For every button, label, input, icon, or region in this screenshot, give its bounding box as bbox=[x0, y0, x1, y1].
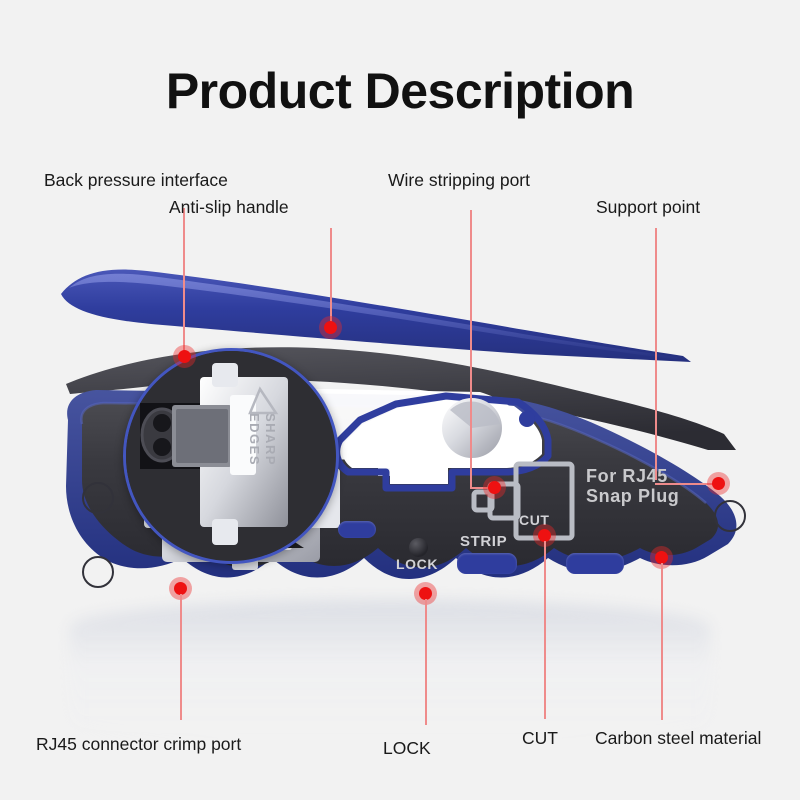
leader-carbon-steel-material bbox=[661, 563, 663, 720]
leader-rj45-connector-crimp-port bbox=[180, 594, 182, 720]
callout-label-back-pressure-interface: Back pressure interface bbox=[44, 170, 228, 190]
leader-anti-slip-handle bbox=[330, 228, 332, 328]
strip-pill bbox=[457, 553, 517, 574]
leader-cut bbox=[544, 541, 546, 719]
body-circle-mark-3 bbox=[714, 500, 746, 532]
callout-label-anti-slip-handle: Anti-slip handle bbox=[169, 197, 289, 217]
leader-wire-stripping-port-horizontal bbox=[470, 487, 498, 489]
marking-for-rj45-line1: For RJ45 bbox=[586, 466, 668, 486]
svg-text:SHARP: SHARP bbox=[263, 413, 278, 466]
leader-wire-stripping-port-vertical bbox=[470, 210, 472, 488]
marking-strip: STRIP bbox=[460, 533, 508, 550]
anti-slip-handle-graphic bbox=[55, 258, 695, 366]
marking-for-rj45: For RJ45 Snap Plug bbox=[586, 466, 679, 506]
secondary-pill bbox=[566, 553, 624, 574]
leader-support-point-vertical bbox=[655, 228, 657, 480]
marking-cut: CUT bbox=[519, 512, 550, 528]
marker-anti-slip-handle[interactable] bbox=[324, 321, 337, 334]
marker-carbon-steel-material[interactable] bbox=[655, 551, 668, 564]
magnifier-inset-back-pressure: SHARP EDGES bbox=[123, 348, 339, 564]
callout-label-support-point: Support point bbox=[596, 197, 701, 217]
callout-label-carbon-steel-material: Carbon steel material bbox=[595, 728, 762, 748]
page-title: Product Description bbox=[165, 63, 635, 119]
marker-support-point[interactable] bbox=[712, 477, 725, 490]
body-rivet-dot bbox=[519, 411, 535, 427]
marker-wire-stripping-port[interactable] bbox=[488, 481, 501, 494]
lock-knob[interactable] bbox=[409, 538, 428, 557]
marker-back-pressure-interface[interactable] bbox=[178, 350, 191, 363]
marker-lock[interactable] bbox=[419, 587, 432, 600]
marker-rj45-connector-crimp-port[interactable] bbox=[174, 582, 187, 595]
body-circle-mark-2 bbox=[82, 556, 114, 588]
body-slot-pill bbox=[338, 521, 376, 538]
marker-cut[interactable] bbox=[538, 529, 551, 542]
leader-lock bbox=[425, 599, 427, 725]
callout-label-rj45-connector-crimp-port: RJ45 connector crimp port bbox=[36, 734, 242, 754]
callout-label-cut: CUT bbox=[522, 728, 558, 748]
leader-back-pressure-interface bbox=[183, 208, 185, 356]
callout-label-lock: LOCK bbox=[383, 738, 431, 758]
leader-support-point-horizontal bbox=[655, 483, 717, 485]
svg-text:EDGES: EDGES bbox=[247, 413, 262, 466]
marking-for-rj45-line2: Snap Plug bbox=[586, 486, 680, 506]
marking-lock: LOCK bbox=[396, 556, 439, 572]
body-circle-mark-1 bbox=[82, 482, 114, 514]
tool-reflection bbox=[70, 600, 710, 750]
callout-label-wire-stripping-port: Wire stripping port bbox=[388, 170, 530, 190]
